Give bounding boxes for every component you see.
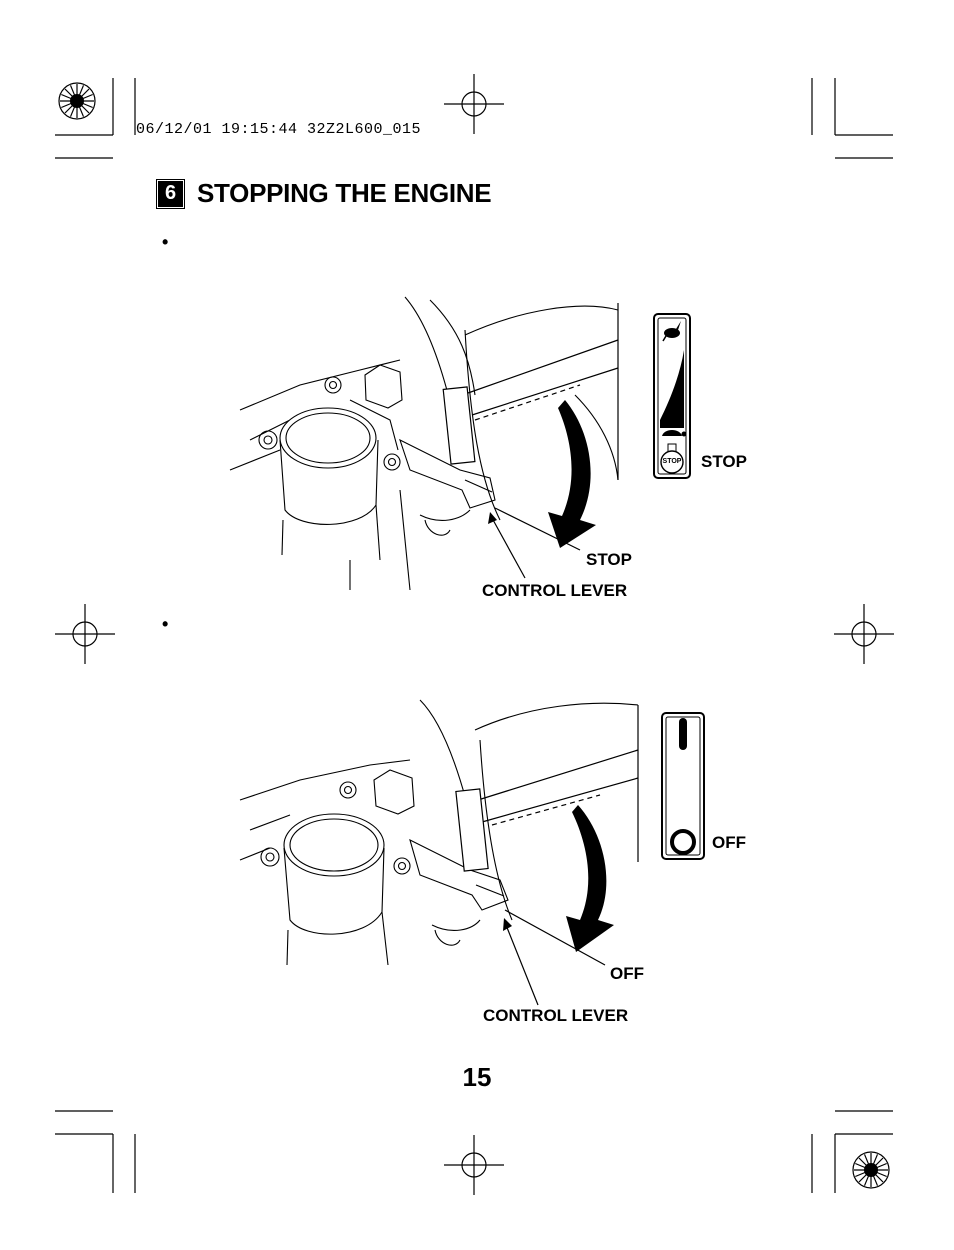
control-lever-label-top: CONTROL LEVER — [482, 581, 628, 600]
step-number-badge: 6 — [156, 178, 185, 209]
bullet-1: • — [162, 232, 169, 252]
lever-off-label: OFF — [610, 964, 644, 983]
indicator-stop-label: STOP — [701, 452, 747, 471]
speed-panel-top — [653, 313, 691, 479]
lever-stop-label: STOP — [586, 550, 632, 569]
off-circle-icon — [670, 829, 696, 855]
bullet-2: • — [162, 614, 169, 634]
switch-panel-bottom — [661, 712, 705, 860]
control-lever-label-bottom: CONTROL LEVER — [483, 1006, 629, 1025]
engine-illustration-top — [229, 296, 619, 591]
registration-starburst-top-left — [58, 82, 96, 120]
stop-badge-icon — [660, 443, 684, 474]
section-heading: 6 STOPPING THE ENGINE — [156, 178, 492, 209]
turtle-icon — [662, 430, 687, 437]
page-number: 15 — [462, 1062, 492, 1092]
print-timestamp: 06/12/01 19:15:44 32Z2L600_015 — [136, 121, 422, 138]
down-arrow-top — [548, 400, 596, 548]
page-title: STOPPING THE ENGINE — [197, 178, 492, 208]
stop-badge-text: STOP — [662, 458, 682, 465]
registration-starburst-bottom-right — [852, 1151, 890, 1189]
indicator-off-label: OFF — [712, 833, 746, 852]
engine-illustration-bottom — [239, 699, 639, 966]
on-bar-icon — [679, 718, 687, 750]
rabbit-icon — [662, 321, 681, 342]
down-arrow-bottom — [566, 805, 614, 952]
